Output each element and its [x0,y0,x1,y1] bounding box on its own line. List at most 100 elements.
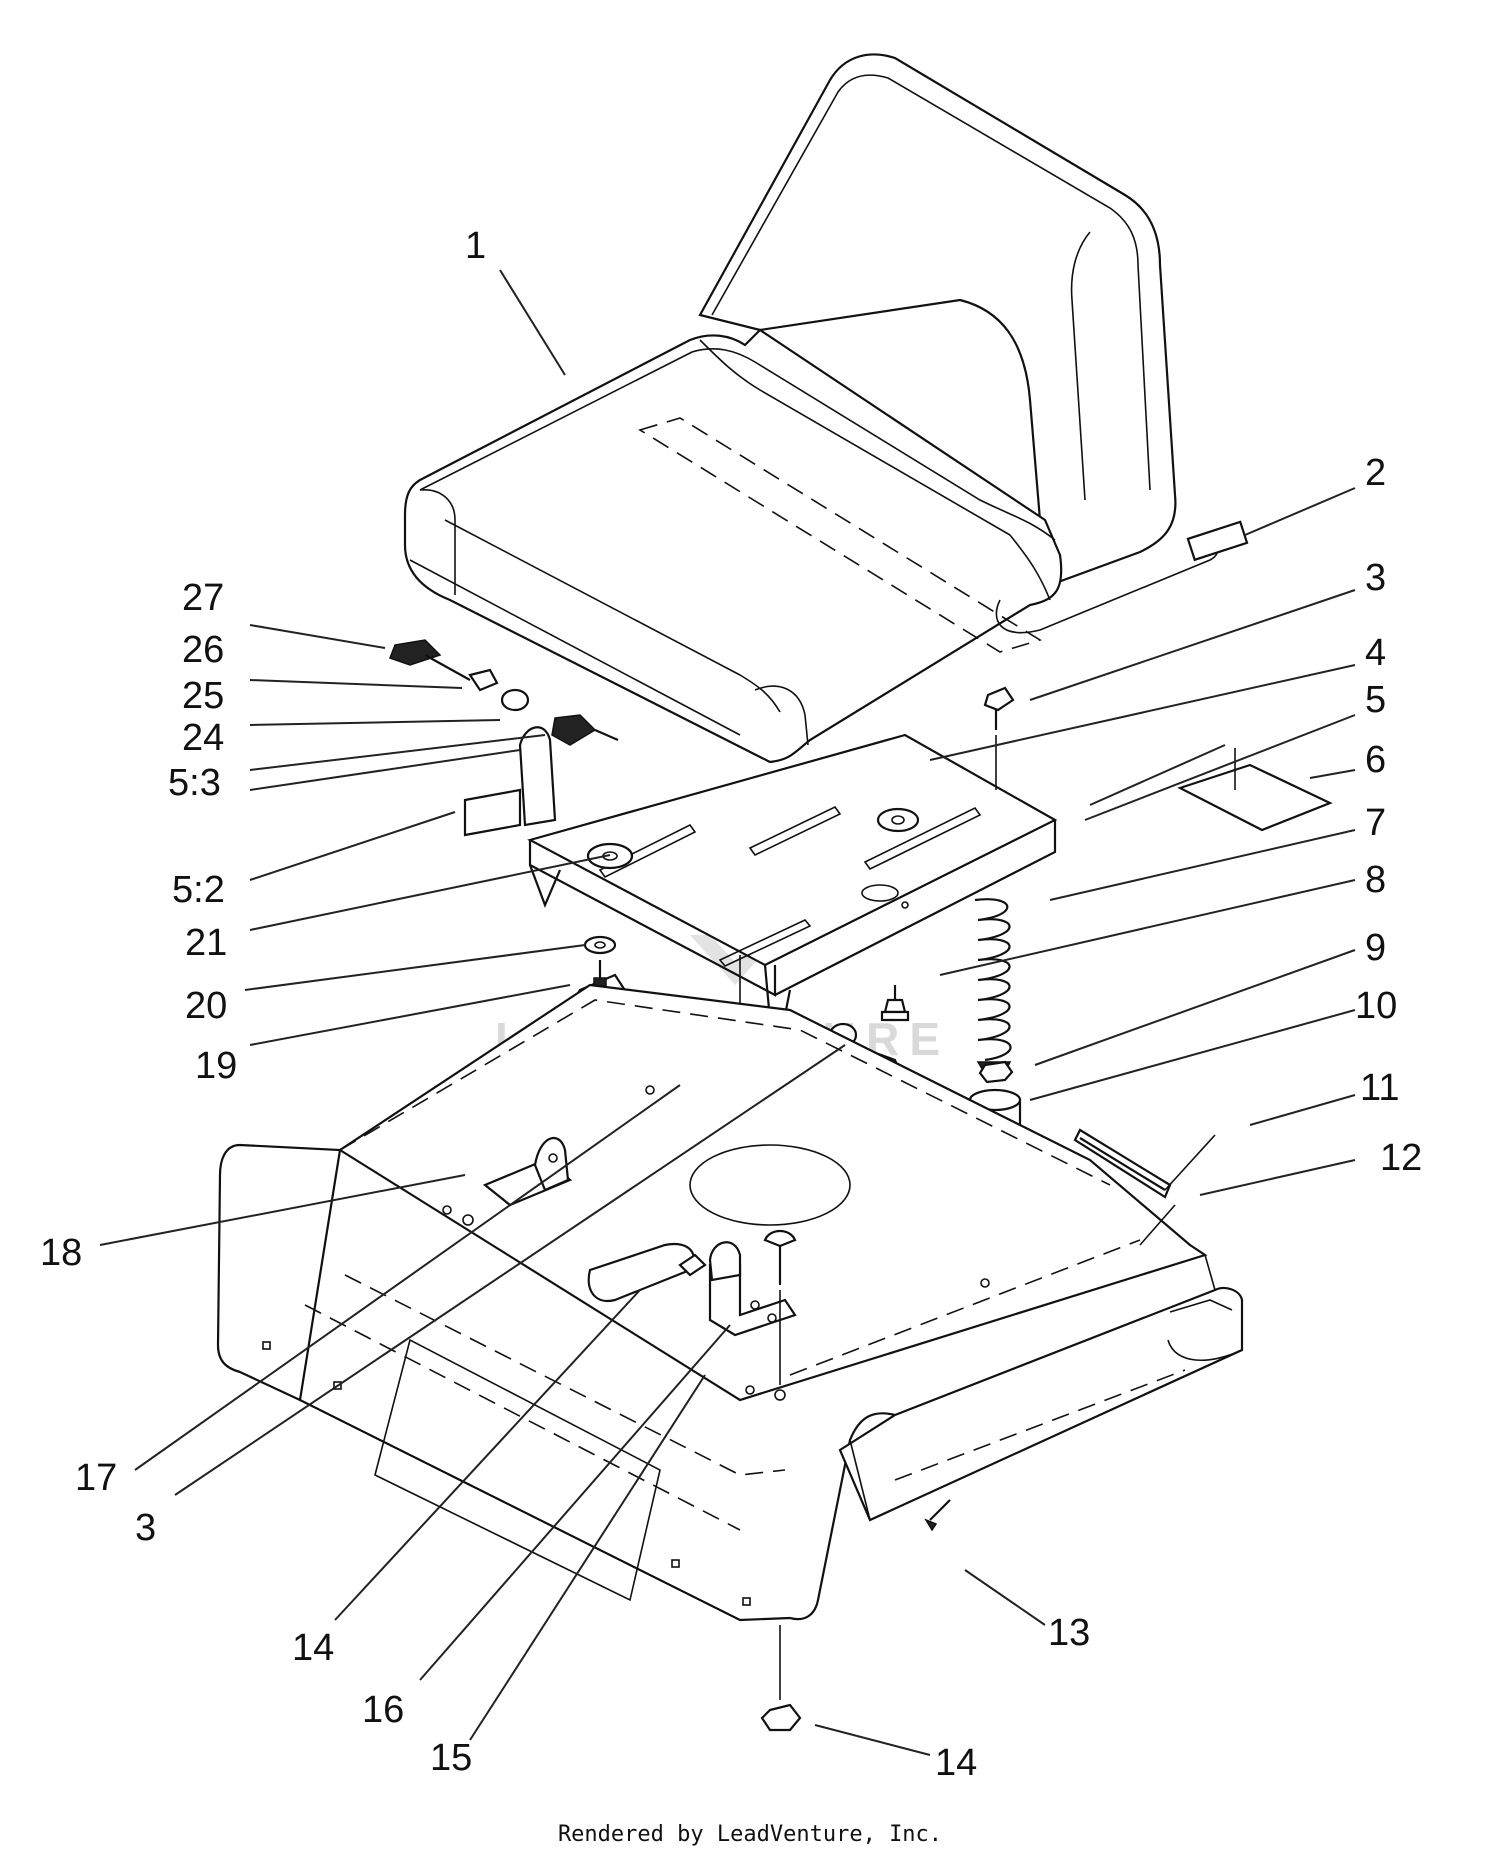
screw-13 [929,1499,951,1521]
fender-rivet-1 [262,1341,271,1350]
footer-credit: Rendered by LeadVenture, Inc. [557,1822,943,1847]
fender-base [216,983,1244,1732]
fender-dash-lower [304,1304,741,1531]
fender-dash-right [894,1369,1186,1481]
bolt-15-head [763,1229,797,1248]
seat-cushion [403,328,1063,764]
leader-9 [1034,949,1356,1066]
leader-7 [1049,829,1356,901]
fender-rivet-2 [333,1381,342,1390]
callout-5: 5 [1365,679,1386,721]
bolt-small-flange [880,1010,910,1022]
leader-27 [249,624,386,649]
fender-right-cap [789,1412,896,1621]
callout-16: 16 [362,1689,404,1731]
leader-15 [469,1374,706,1741]
callout-1: 1 [465,225,486,267]
leader-2 [1244,487,1356,536]
fender-left-cap [216,1143,342,1402]
fender-hole-4 [980,1278,990,1288]
leader-6 [1309,769,1356,779]
seat-plate-slot-3 [863,806,982,871]
bolt-3-head [983,686,1015,712]
seat-plate-slot-4 [718,919,812,967]
callout-10: 10 [1355,985,1397,1027]
seat-backrest-side [1070,231,1091,501]
hinge-hole-2 [767,1313,777,1323]
callout-13: 13 [1048,1612,1090,1654]
leader-25 [249,719,501,726]
washer-20-body [583,935,617,955]
callout-12: 12 [1380,1137,1422,1179]
leader-lines [99,269,1356,1756]
fender-right-roll [1167,1339,1243,1361]
hinge-nut [678,1253,707,1277]
leader-8 [939,879,1356,976]
seat-cushion-front-piping [444,519,781,713]
rod-11 [1164,1134,1216,1191]
seat-cushion-left-roll [419,489,456,595]
callout-26: 26 [182,629,224,671]
callout-4: 4 [1365,632,1386,674]
seat-plate-side-flange [774,820,1057,996]
washer-20-hole [594,941,606,949]
callout-6: 6 [1365,739,1386,781]
leader-10 [1029,1009,1356,1101]
leader-52 [249,811,456,881]
seat-plate-slot-2 [748,805,842,857]
leader-14b [814,1724,931,1756]
rod-assembly [1073,1128,1216,1246]
fender-hole-3 [645,1085,655,1095]
fender-right-inner-edge [849,1439,871,1521]
callout-14a: 14 [292,1627,334,1669]
bracket-18-hole [548,1153,558,1163]
grip-12-groove [1079,1137,1166,1191]
leader-12 [1199,1159,1356,1196]
seat-backrest [698,53,1177,587]
bracket-18-ear [533,1137,570,1192]
callout-8: 8 [1365,859,1386,901]
leader-11 [1249,1094,1356,1126]
callout-14b: 14 [935,1742,977,1784]
callout-3a: 3 [1365,557,1386,599]
seat-backrest-piping [711,74,1151,491]
hinge-bracket-16-ear [708,1241,742,1282]
fender-top [337,983,1208,1402]
seat-cushion-side-crease [1009,534,1051,601]
seat-cushion-front-face [409,559,741,736]
leader-14a [334,1289,641,1621]
decal-6-body [1177,763,1333,832]
fender-dash-rear [789,1239,1141,1376]
leader-5a [1084,714,1356,821]
seat-plate-left-flange [528,864,562,908]
fender-rivet-3 [671,1559,680,1568]
callout-9: 9 [1365,927,1386,969]
fender-hole-2 [462,1214,474,1226]
switch-plunger [594,728,619,742]
fender-right-lip [1169,1299,1233,1313]
plate-washer-4 [876,807,920,833]
fender-dash-mid [344,1274,786,1476]
fender-hole-1 [442,1205,452,1215]
callout-3b: 3 [135,1507,156,1549]
callout-2: 2 [1365,452,1386,494]
screw-13-tip [924,1518,938,1532]
seat-plate-pin-hole [901,901,909,909]
callout-20: 20 [185,985,227,1027]
fender-right-side [838,1286,1244,1522]
leader-21 [249,854,611,931]
switch-bracket [463,726,557,837]
leader-3b [174,1044,846,1496]
leader-18 [99,1174,466,1246]
fender-rivet-4 [742,1597,751,1606]
callout-7: 7 [1365,802,1386,844]
callout-19: 19 [195,1045,237,1087]
callout-5-3: 5:3 [168,762,221,804]
rod-11-lower [1139,1204,1176,1246]
leader-20 [244,944,586,991]
callout-21: 21 [185,922,227,964]
seat [403,53,1249,764]
spring-coil [974,898,1012,1062]
switch-connector-27 [389,639,442,666]
decal-6 [1177,748,1333,832]
